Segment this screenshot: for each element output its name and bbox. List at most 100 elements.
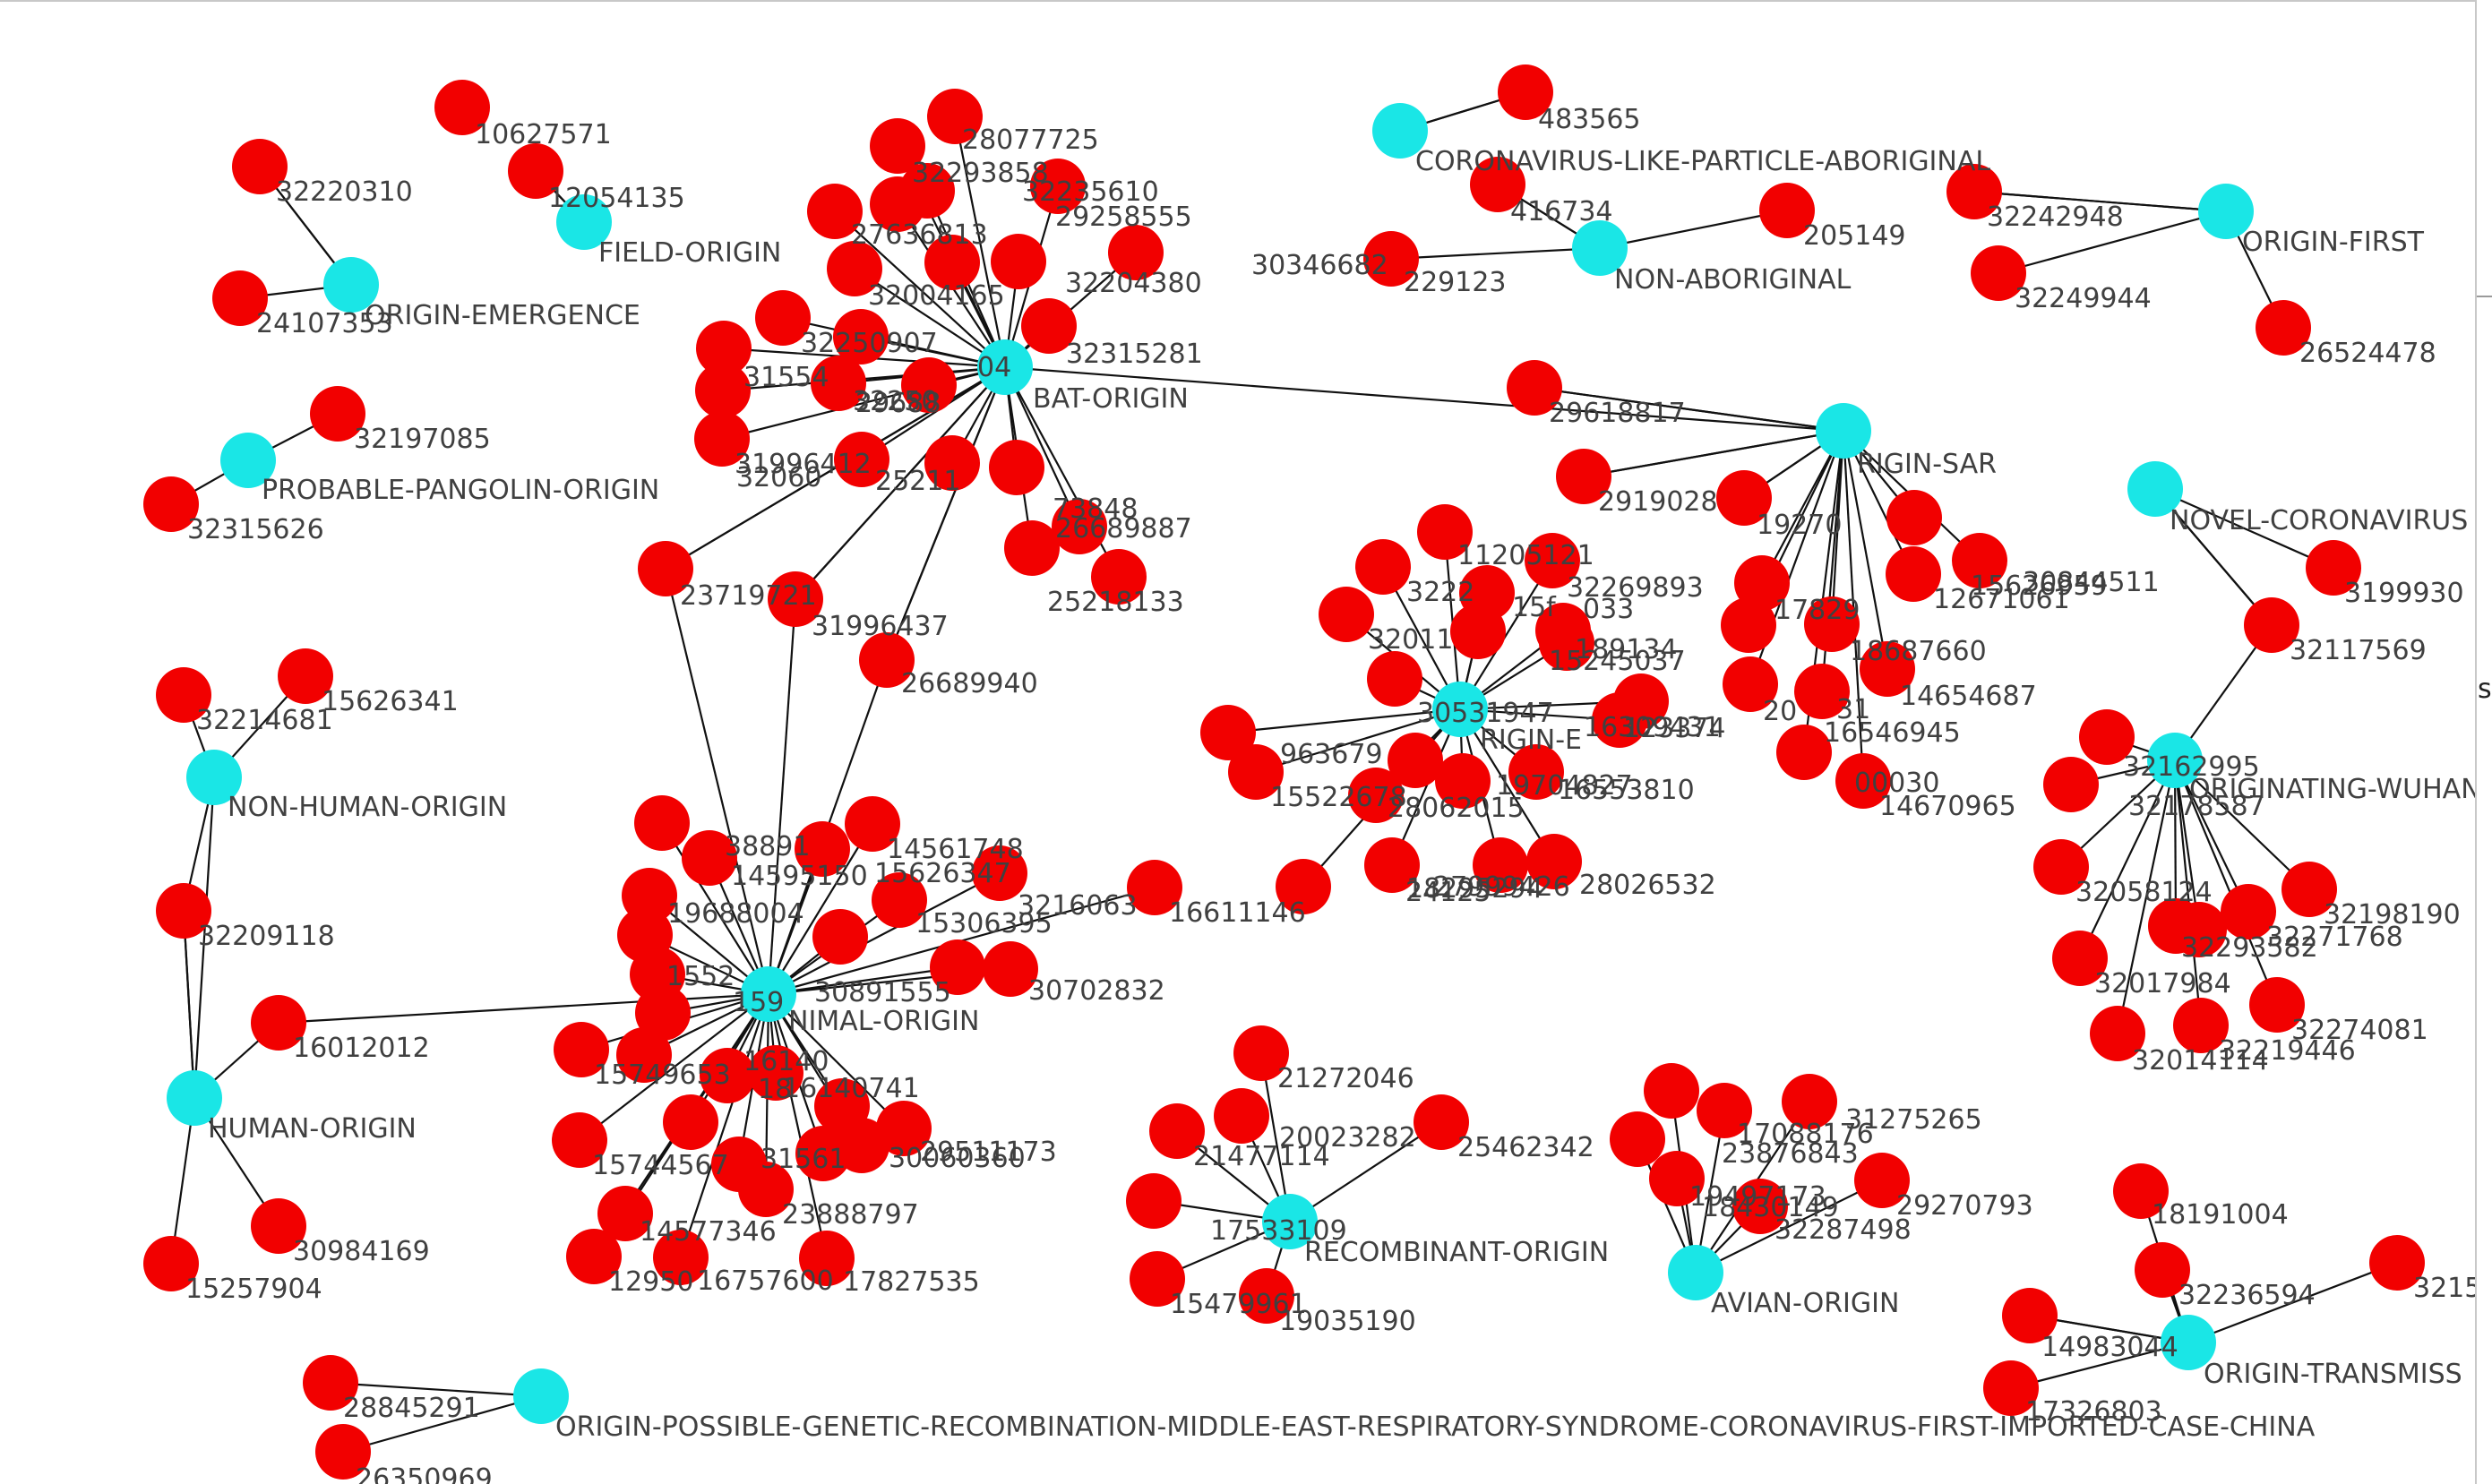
article-node[interactable] (845, 796, 900, 852)
article-node[interactable] (833, 309, 889, 365)
article-node[interactable] (807, 184, 863, 239)
article-node[interactable] (1473, 837, 1528, 893)
article-node[interactable] (924, 235, 980, 290)
concept-node-genetic[interactable] (513, 1368, 569, 1424)
article-node[interactable] (1952, 533, 2007, 588)
article-node[interactable] (2090, 1006, 2145, 1061)
article-node[interactable] (748, 1045, 803, 1101)
article-node[interactable] (795, 821, 850, 877)
article-node[interactable] (653, 1230, 709, 1285)
article-node[interactable] (814, 1078, 870, 1134)
article-node[interactable] (1498, 64, 1553, 120)
article-node[interactable] (508, 143, 563, 199)
article-node[interactable] (251, 995, 306, 1051)
article-node[interactable] (1759, 183, 1815, 238)
article-node[interactable] (899, 163, 955, 219)
article-node[interactable] (834, 432, 889, 487)
article-node[interactable] (634, 795, 690, 851)
article-node[interactable] (1776, 725, 1832, 780)
article-node[interactable] (2043, 757, 2099, 812)
article-node[interactable] (812, 909, 868, 965)
article-node[interactable] (1716, 470, 1772, 526)
article-node[interactable] (2221, 884, 2276, 939)
article-node[interactable] (700, 1048, 755, 1103)
article-node[interactable] (2079, 709, 2135, 765)
article-node[interactable] (552, 1112, 607, 1168)
article-node[interactable] (1108, 225, 1164, 280)
article-node[interactable] (1886, 546, 1941, 602)
article-node[interactable] (1363, 231, 1419, 287)
article-node[interactable] (1525, 533, 1580, 588)
article-node[interactable] (310, 386, 365, 442)
article-node[interactable] (1854, 1153, 1910, 1208)
article-node[interactable] (1556, 449, 1611, 504)
article-node[interactable] (799, 1231, 855, 1286)
concept-node-wuhan[interactable] (2147, 733, 2203, 788)
article-node[interactable] (1355, 539, 1411, 595)
article-node[interactable] (768, 571, 823, 627)
article-node[interactable] (755, 290, 811, 346)
article-node[interactable] (972, 845, 1027, 901)
concept-node-bat[interactable] (977, 339, 1033, 395)
article-node[interactable] (1507, 360, 1562, 416)
article-node[interactable] (1091, 549, 1147, 605)
article-node[interactable] (930, 939, 985, 995)
article-node[interactable] (2244, 597, 2299, 653)
article-node[interactable] (738, 1162, 794, 1217)
article-node[interactable] (2135, 1242, 2190, 1298)
article-node[interactable] (1214, 1088, 1269, 1144)
article-node[interactable] (2369, 1235, 2425, 1291)
concept-node-nonabo[interactable] (1572, 220, 1628, 276)
article-node[interactable] (1946, 164, 2002, 219)
article-node[interactable] (2171, 902, 2227, 957)
article-node[interactable] (434, 80, 490, 135)
article-node[interactable] (638, 541, 693, 596)
concept-node-human[interactable] (167, 1070, 222, 1126)
article-node[interactable] (1364, 837, 1420, 893)
article-node[interactable] (901, 357, 957, 413)
article-node[interactable] (597, 1186, 653, 1241)
article-node[interactable] (1804, 596, 1860, 652)
article-node[interactable] (1417, 504, 1473, 560)
article-node[interactable] (1734, 555, 1790, 611)
article-node[interactable] (1835, 753, 1891, 809)
concept-node-field[interactable] (556, 194, 612, 250)
article-node[interactable] (251, 1198, 306, 1254)
article-node[interactable] (156, 667, 211, 723)
article-node[interactable] (554, 1022, 609, 1077)
article-node[interactable] (1200, 705, 1256, 760)
article-node[interactable] (983, 941, 1038, 997)
article-node[interactable] (1886, 490, 1942, 545)
article-node[interactable] (2281, 862, 2337, 917)
article-node[interactable] (1021, 298, 1077, 354)
article-node[interactable] (1276, 859, 1331, 914)
article-node[interactable] (989, 440, 1044, 495)
article-node[interactable] (1526, 834, 1582, 889)
article-node[interactable] (212, 270, 268, 326)
article-node[interactable] (682, 830, 737, 886)
article-node[interactable] (232, 139, 288, 194)
article-node[interactable] (1794, 664, 1850, 719)
article-node[interactable] (859, 632, 915, 688)
article-node[interactable] (1860, 641, 1915, 697)
article-node[interactable] (1435, 753, 1491, 809)
article-node[interactable] (1030, 159, 1086, 214)
article-node[interactable] (991, 234, 1046, 289)
article-node[interactable] (156, 883, 211, 939)
article-node[interactable] (1319, 587, 1374, 642)
article-node[interactable] (1723, 656, 1778, 712)
article-node[interactable] (1228, 744, 1284, 800)
article-node[interactable] (303, 1355, 358, 1411)
concept-node-orig_e[interactable] (1432, 682, 1488, 737)
article-node[interactable] (1649, 1151, 1705, 1206)
article-node[interactable] (2173, 998, 2229, 1053)
article-node[interactable] (1127, 860, 1182, 915)
article-node[interactable] (924, 435, 980, 491)
concept-node-pangolin[interactable] (220, 433, 276, 488)
article-node[interactable] (1732, 1179, 1788, 1234)
article-node[interactable] (1348, 768, 1404, 823)
article-node[interactable] (870, 118, 925, 174)
article-node[interactable] (1644, 1063, 1699, 1119)
concept-node-novel[interactable] (2127, 461, 2183, 517)
article-node[interactable] (2113, 1163, 2169, 1219)
